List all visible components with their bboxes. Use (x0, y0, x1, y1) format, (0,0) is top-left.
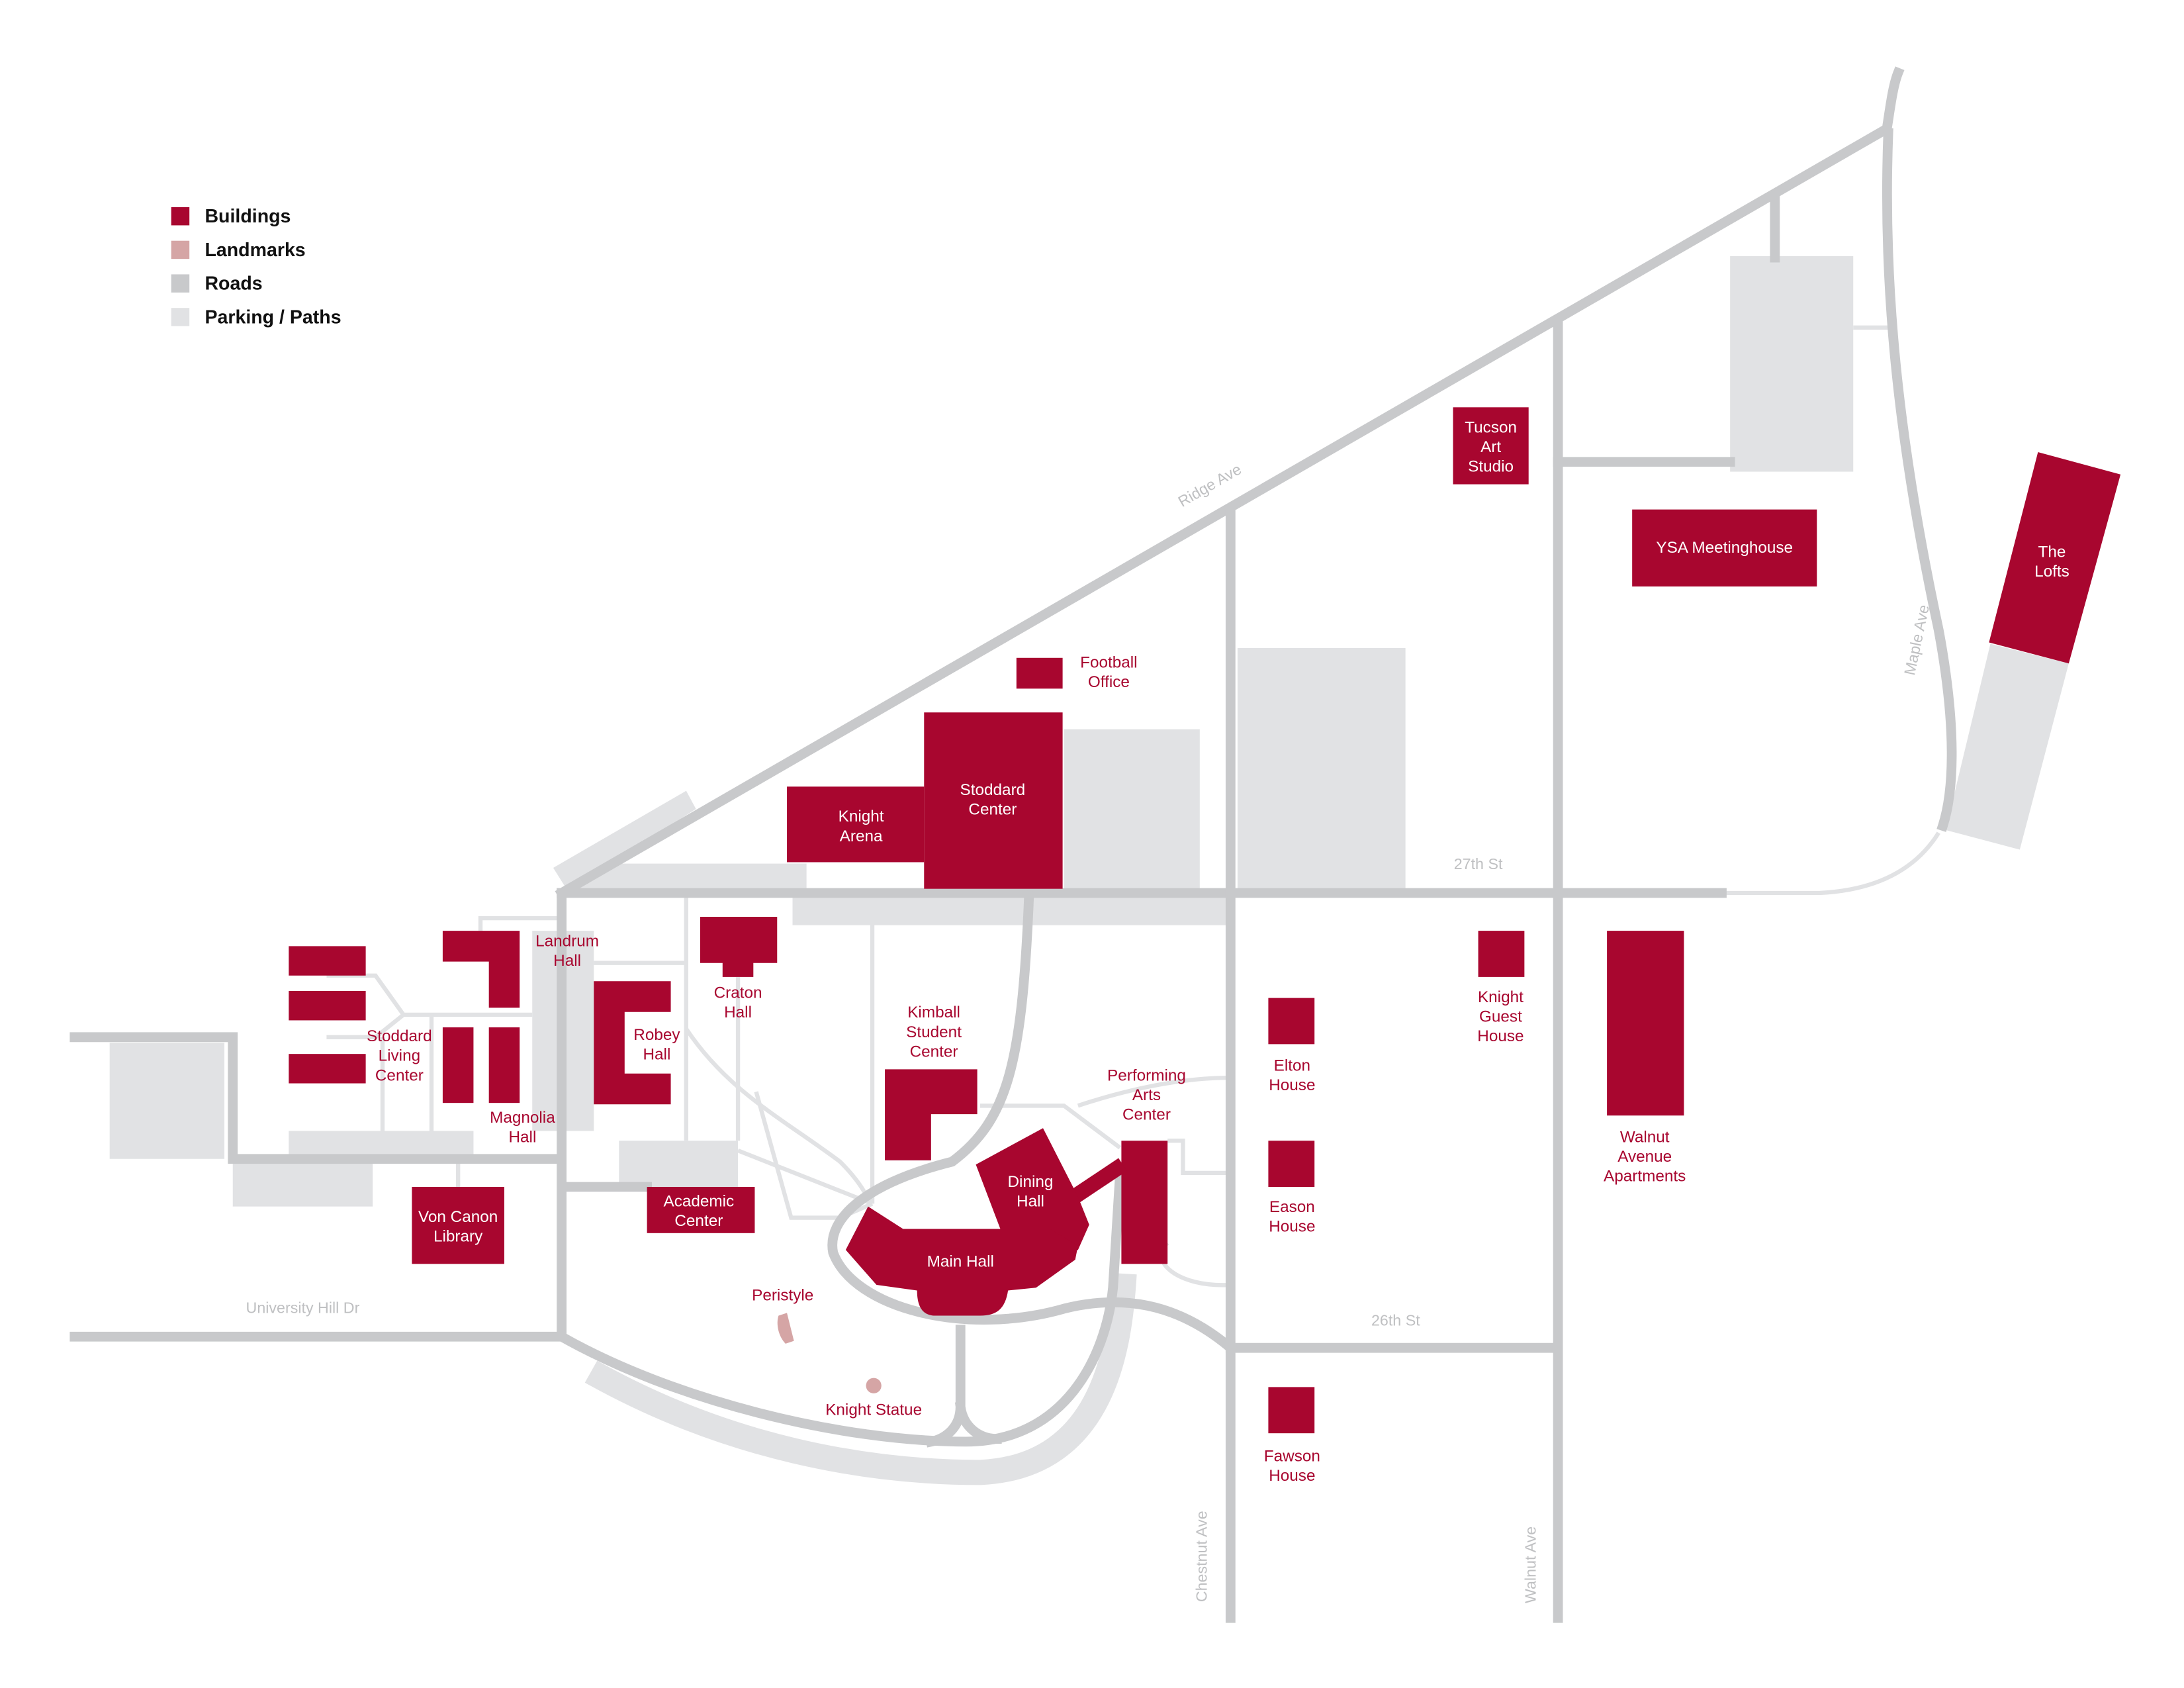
parking-lot (1237, 647, 1406, 890)
parking-lot (232, 1158, 373, 1207)
legend: Buildings Landmarks Roads Parking / Path… (171, 206, 341, 328)
main-hall-loop (827, 890, 1238, 1355)
landmarks (777, 1313, 882, 1393)
academic-center-building[interactable] (647, 1187, 755, 1233)
craton-hall-building[interactable] (700, 916, 778, 977)
loop-spur (925, 1325, 1002, 1448)
main-hall-building[interactable] (845, 1206, 1078, 1316)
peristyle-landmark[interactable] (777, 1313, 794, 1344)
legend-label: Roads (205, 273, 262, 295)
label-main-hall: Main Hall (927, 1253, 994, 1271)
buildings (289, 407, 2121, 1434)
stoddard-center-building[interactable] (924, 712, 1063, 889)
knight-statue-landmark[interactable] (866, 1378, 882, 1393)
street-label-university-hill-dr: University Hill Dr (246, 1299, 360, 1316)
performing-arts-center-building[interactable] (1121, 1141, 1168, 1264)
label-peristyle: Peristyle (752, 1286, 813, 1304)
football-office-building[interactable] (1016, 657, 1063, 689)
ysa-meetinghouse-building[interactable] (1632, 509, 1817, 586)
legend-swatch-parking (171, 308, 190, 326)
elton-house-building[interactable] (1268, 998, 1315, 1045)
roads (69, 66, 1957, 1623)
street-label-chestnut-ave: Chestnut Ave (1193, 1511, 1210, 1602)
legend-label: Buildings (205, 206, 291, 227)
eason-house-building[interactable] (1268, 1141, 1315, 1188)
parking-lot (109, 1043, 225, 1159)
street-label-26th-st: 26th St (1371, 1311, 1420, 1329)
parking-lot (1945, 643, 2069, 850)
stoddard-living-center-building[interactable] (289, 946, 366, 976)
parking-lot (619, 1141, 739, 1188)
tucson-art-studio-building[interactable] (1453, 407, 1529, 485)
street-label-maple-ave: Maple Ave (1901, 603, 1933, 677)
parking-lot (584, 1272, 1137, 1485)
legend-label: Landmarks (205, 240, 305, 261)
ridge-ave-road (555, 66, 1905, 900)
street-label-walnut-ave: Walnut Ave (1522, 1526, 1539, 1603)
stoddard-living-center-building[interactable] (289, 1054, 366, 1084)
label-knight-statue: Knight Statue (825, 1401, 922, 1419)
dining-hall-building[interactable] (976, 1128, 1089, 1260)
stoddard-living-center-building[interactable] (289, 991, 366, 1021)
legend-swatch-roads (171, 274, 190, 293)
landrum-hall-building[interactable] (442, 931, 520, 1008)
kimball-student-center-building[interactable] (885, 1069, 978, 1160)
knight-guest-house-building[interactable] (1478, 931, 1525, 977)
parking-lot (553, 790, 696, 890)
magnolia-hall-building[interactable] (442, 1027, 474, 1103)
legend-swatch-buildings (171, 207, 190, 226)
parking-areas (109, 256, 2069, 1485)
knight-arena-building[interactable] (787, 786, 925, 863)
von-canon-library-building[interactable] (412, 1187, 504, 1264)
magnolia-hall-building[interactable] (488, 1027, 520, 1103)
university-hill-dr-road (69, 888, 653, 1342)
parking-lot (1730, 256, 1854, 472)
maple-ave-road (1882, 128, 1957, 832)
label-ysa-meetinghouse: YSA Meetinghouse (1656, 539, 1793, 557)
the-lofts-building[interactable] (1989, 451, 2121, 664)
street-label-27th-st: 27th St (1454, 855, 1503, 872)
parking-lot (1064, 729, 1200, 890)
legend-swatch-landmarks (171, 240, 190, 259)
parking-lot (792, 896, 1231, 925)
walnut-avenue-apartments-building[interactable] (1607, 931, 1684, 1116)
legend-label: Parking / Paths (205, 306, 341, 328)
fawson-house-building[interactable] (1268, 1387, 1315, 1434)
road-connector (1553, 191, 1780, 467)
